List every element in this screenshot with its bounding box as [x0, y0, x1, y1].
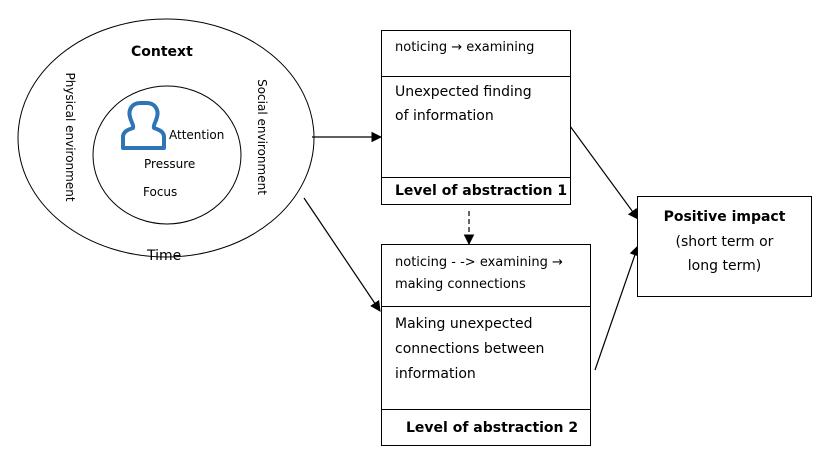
- impact-title: Positive impact: [663, 209, 786, 225]
- box1-body: Unexpected finding of information: [382, 77, 570, 178]
- social-environment-label: Social environment: [255, 79, 269, 195]
- box2-body: Making unexpected connections between in…: [382, 307, 590, 410]
- physical-environment-label: Physical environment: [63, 72, 77, 202]
- box2-header-line: making connections: [395, 277, 526, 292]
- impact-line: (short term or: [675, 234, 774, 250]
- box1-header: noticing → examining: [382, 31, 570, 77]
- box-level-1: noticing → examining Unexpected finding …: [381, 30, 571, 205]
- box2-footer-text: Level of abstraction 2: [406, 420, 579, 436]
- box2-header-line: noticing - -> examining →: [395, 255, 563, 270]
- box2-header: noticing - -> examining → making connect…: [382, 245, 590, 307]
- box-level-2: noticing - -> examining → making connect…: [381, 244, 591, 446]
- box1-footer-text: Level of abstraction 1: [395, 183, 568, 199]
- impact-line: long term): [687, 258, 762, 274]
- box1-footer: Level of abstraction 1: [382, 178, 570, 205]
- box2-body-line: Making unexpected: [395, 316, 533, 332]
- focus-label: Focus: [143, 185, 178, 199]
- context-title: Context: [131, 44, 193, 60]
- box1-header-text: noticing → examining: [395, 40, 535, 55]
- box1-body-line: Unexpected finding: [395, 84, 532, 100]
- outer-context-circle: [17, 18, 315, 258]
- box1-body-line: of information: [395, 108, 494, 124]
- box2-body-line: connections between: [395, 341, 545, 357]
- attention-label: Attention: [169, 128, 225, 142]
- positive-impact-box: Positive impact (short term or long term…: [637, 196, 812, 297]
- box2-body-line: information: [395, 366, 476, 382]
- pressure-label: Pressure: [144, 157, 196, 171]
- arrow-context-to-box2: [303, 197, 381, 312]
- time-label: Time: [147, 248, 182, 264]
- person-icon: [121, 101, 166, 150]
- arrow-box2-to-impact: [594, 244, 640, 371]
- box2-footer: Level of abstraction 2: [382, 410, 590, 446]
- arrow-box1-to-impact: [569, 125, 639, 220]
- inner-context-circle: [92, 85, 242, 225]
